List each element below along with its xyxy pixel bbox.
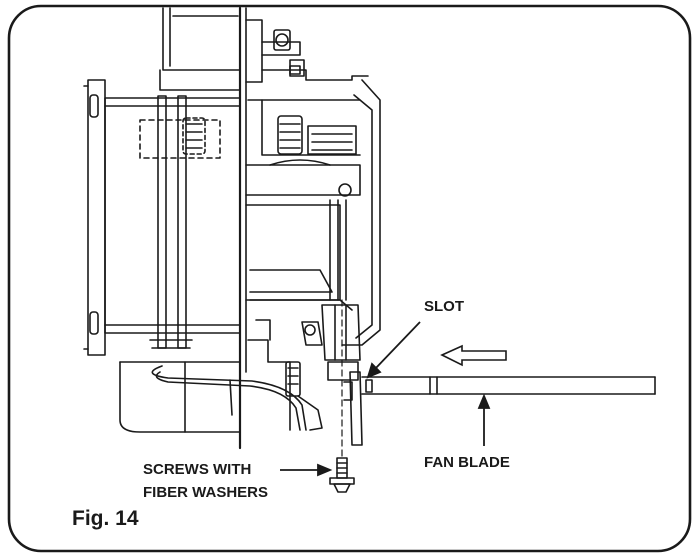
screws-callout-arrow (280, 463, 333, 477)
fan-hub (301, 299, 363, 461)
screw-with-washer (329, 457, 355, 493)
slot-callout-arrow (366, 321, 421, 379)
figure-caption: Fig. 14 (72, 507, 139, 530)
fan-blade-label: FAN BLADE (424, 454, 510, 471)
slot-label: SLOT (424, 298, 464, 315)
fan-blade (361, 376, 656, 395)
diagram-frame (7, 4, 692, 553)
direction-arrow (440, 344, 507, 367)
motor-housing (83, 6, 247, 450)
screws-label-line1: SCREWS WITH (143, 461, 252, 478)
mounting-bracket (245, 19, 381, 346)
fan-blade-callout-arrow (477, 393, 491, 446)
wire-loop (151, 319, 323, 431)
screws-label-line2: FIBER WASHERS (143, 484, 269, 501)
